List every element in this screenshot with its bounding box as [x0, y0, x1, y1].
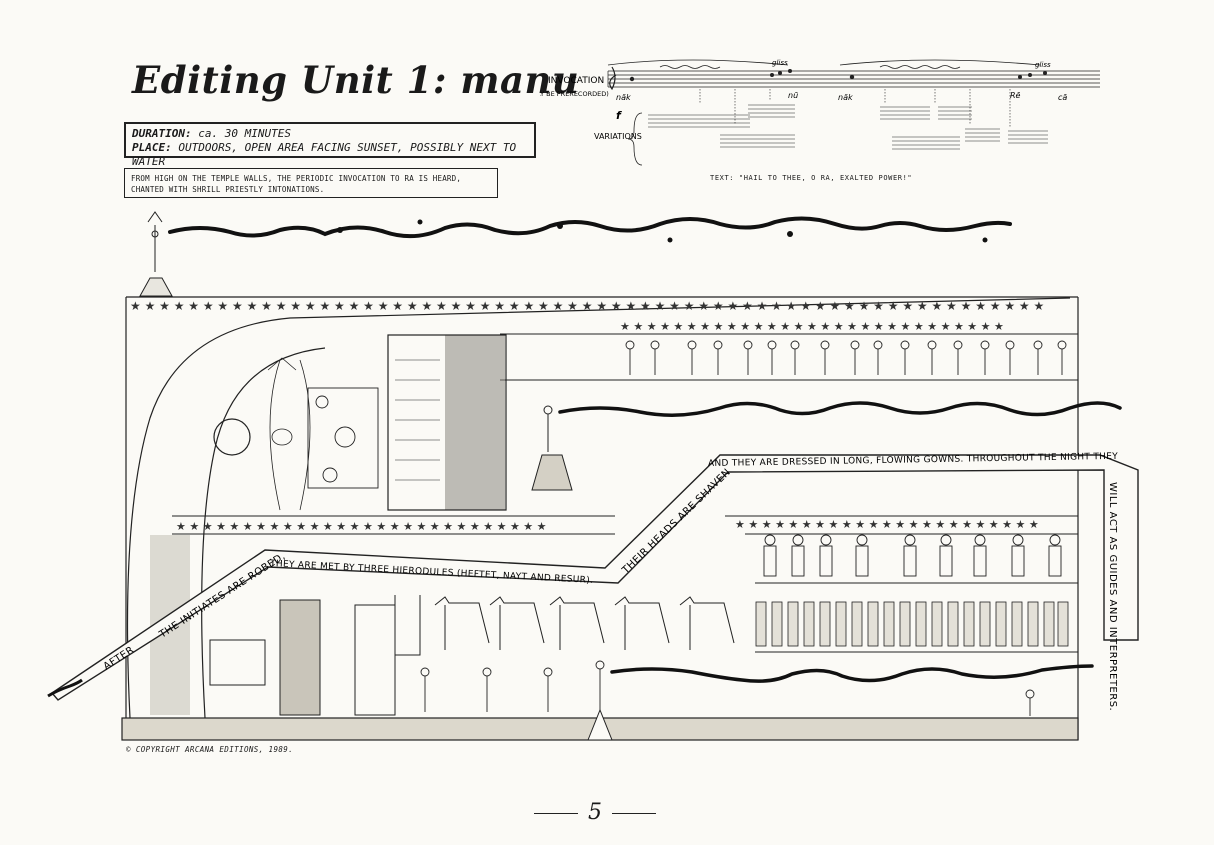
- trill-lines: [607, 59, 1041, 69]
- figure-row-middle: [763, 534, 1062, 577]
- invocation-ribbon-middle: [558, 401, 1122, 417]
- figure-row-lower: [755, 601, 1069, 647]
- variation-staves: [648, 104, 1048, 150]
- invocation-label: INVOCATION: [548, 76, 604, 86]
- syllable-1: năk: [616, 93, 631, 102]
- syllable-5: cā: [1058, 93, 1067, 102]
- place-line: PLACE: OUTDOORS, OPEN AREA FACING SUNSET…: [132, 141, 528, 169]
- path-text-seg3: THEIR HEADS ARE SHAVEN: [620, 467, 733, 577]
- shrine-hatching: [395, 359, 440, 481]
- procession-path: [50, 454, 1139, 701]
- variations-label: VARIATIONS: [594, 132, 642, 141]
- place-label: PLACE:: [132, 141, 172, 154]
- path-start-ornament: [47, 678, 83, 698]
- deities-group: [307, 387, 379, 489]
- invocation-notes: [629, 69, 1047, 82]
- pedestal: [587, 708, 613, 741]
- duration-value: ca. 30 MINUTES: [198, 127, 291, 140]
- syllable-3: năk: [838, 93, 853, 102]
- priest-figure-top: [139, 211, 173, 297]
- path-text-seg5: WILL ACT AS GUIDES AND INTERPRETERS.: [1107, 482, 1118, 711]
- sun-disc-icon: [213, 418, 251, 456]
- score-text-line: TEXT: "HAIL TO THEE, O RA, EXALTED POWER…: [710, 174, 913, 182]
- music-score: gliss gliss INVOCATION (MAY BE PRERECORD…: [540, 59, 1100, 166]
- star-row-3: ★ ★ ★ ★ ★ ★ ★ ★ ★ ★ ★ ★ ★ ★ ★ ★ ★ ★ ★ ★ …: [176, 520, 547, 533]
- place-value: OUTDOORS, OPEN AREA FACING SUNSET, POSSI…: [132, 141, 517, 168]
- gliss-label-2: gliss: [1035, 61, 1051, 69]
- prerecorded-note: (MAY BE PRERECORDED): [540, 90, 609, 98]
- priest-row-lower: [420, 660, 1035, 716]
- syllable-4: Rē: [1010, 91, 1021, 100]
- dynamic-mark: f: [616, 109, 622, 122]
- invocation-ribbon-lower: [610, 664, 1094, 683]
- ribbon-ornaments: [337, 219, 988, 243]
- page-number-dash-left: [534, 812, 578, 814]
- central-shrine: [387, 334, 507, 511]
- star-row-1: ★ ★ ★ ★ ★ ★ ★ ★ ★ ★ ★ ★ ★ ★ ★ ★ ★ ★ ★ ★ …: [130, 299, 1044, 313]
- register-lines: [172, 333, 1078, 653]
- duration-label: DURATION:: [132, 127, 192, 140]
- jackal-procession: [434, 596, 735, 650]
- winged-scarab-icon: [267, 357, 311, 511]
- priest-row-upper: [625, 340, 1067, 375]
- gliss-label-1: gliss: [772, 59, 788, 67]
- star-row-4: ★ ★ ★ ★ ★ ★ ★ ★ ★ ★ ★ ★ ★ ★ ★ ★ ★ ★ ★ ★ …: [735, 518, 1039, 531]
- syllable-2: nū: [788, 91, 798, 100]
- page-number-dash-right: [612, 812, 656, 814]
- copyright-notice: © COPYRIGHT ARCANA EDITIONS, 1989.: [126, 745, 294, 754]
- star-row-2: ★ ★ ★ ★ ★ ★ ★ ★ ★ ★ ★ ★ ★ ★ ★ ★ ★ ★ ★ ★ …: [620, 320, 1004, 333]
- throne-group: [209, 595, 421, 716]
- info-box: DURATION: ca. 30 MINUTES PLACE: OUTDOORS…: [124, 122, 536, 168]
- priest-figure-middle: [531, 405, 573, 491]
- shrine-shading: [445, 335, 505, 510]
- narration-box: FROM HIGH ON THE TEMPLE WALLS, THE PERIO…: [124, 168, 498, 198]
- page-number: 5: [520, 800, 670, 825]
- invocation-ribbon-top: [168, 216, 1012, 239]
- dashed-arrows: [699, 89, 1011, 127]
- invocation-staff: [607, 70, 1100, 88]
- variations-brace: [627, 112, 643, 166]
- duration-line: DURATION: ca. 30 MINUTES: [132, 127, 528, 141]
- page-title: Editing Unit 1: manu: [132, 58, 580, 102]
- treble-clef-icon: [609, 66, 617, 91]
- page-number-value: 5: [588, 800, 602, 825]
